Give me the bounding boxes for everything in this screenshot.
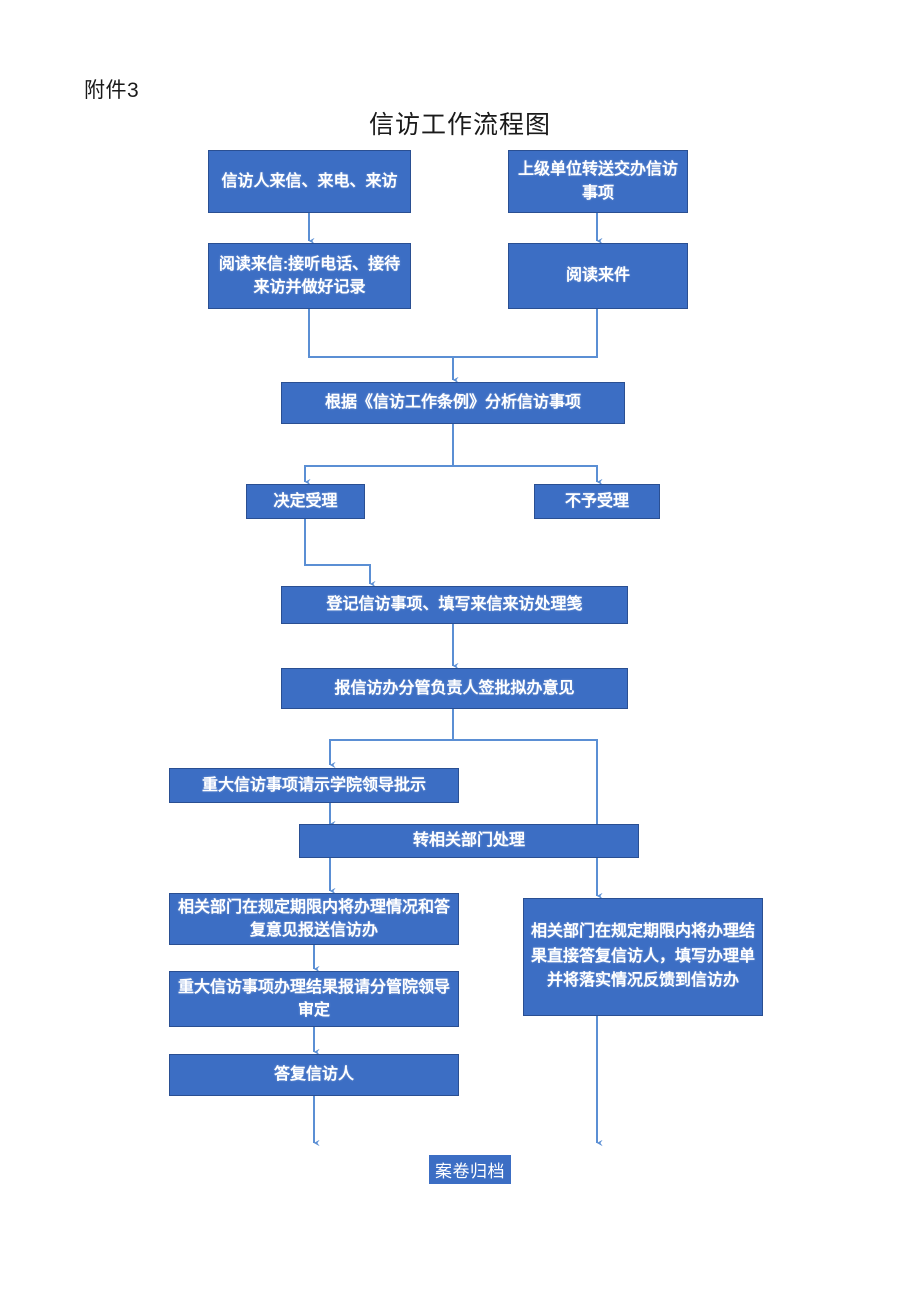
node-superior-transfer[interactable]: 上级单位转送交办信访事项 (508, 150, 688, 213)
attachment-label: 附件3 (84, 79, 140, 102)
node-decide-accept[interactable]: 决定受理 (246, 484, 365, 519)
node-label: 相关部门在规定期限内将办理情况和答复意见报送信访办 (177, 898, 450, 939)
edge-n5-n6 (304, 424, 454, 486)
node-reply-to-petitioner[interactable]: 答复信访人 (169, 1054, 459, 1096)
node-label: 相关部门在规定期限内将办理结果直接答复信访人，填写办理单并将落实情况反馈到信访办 (530, 922, 755, 990)
node-label: 阅读来件 (565, 267, 630, 285)
node-label: 上级单位转送交办信访事项 (517, 161, 678, 202)
node-label: 根据《信访工作条例》分析信访事项 (324, 394, 581, 412)
node-decline-accept[interactable]: 不予受理 (534, 484, 660, 519)
edge-n9-n13 (453, 739, 603, 900)
node-label: 不予受理 (564, 492, 629, 510)
node-label: 阅读来信:接听电话、接待来访并做好记录 (218, 255, 401, 296)
edge-n4-n5 (453, 309, 598, 358)
node-forward-to-department[interactable]: 转相关部门处理 (299, 824, 639, 858)
page-title: 信访工作流程图 (368, 111, 551, 139)
node-label: 决定受理 (273, 492, 338, 510)
edge-n6-n8 (304, 519, 376, 588)
node-label: 登记信访事项、填写来信来访处理笺 (326, 596, 583, 614)
node-complaint-intake[interactable]: 信访人来信、来电、来访 (208, 150, 411, 213)
edge-n5-n7 (453, 465, 603, 486)
node-register-and-fill-form[interactable]: 登记信访事项、填写来信来访处理笺 (281, 586, 628, 624)
edge-n3-n5 (308, 309, 459, 384)
node-label: 报信访办分管负责人签批拟办意见 (334, 679, 575, 697)
node-label: 转相关部门处理 (412, 832, 525, 850)
node-submit-for-approval[interactable]: 报信访办分管负责人签批拟办意见 (281, 668, 628, 709)
node-read-and-record[interactable]: 阅读来信:接听电话、接待来访并做好记录 (208, 243, 411, 309)
node-read-incoming-document[interactable]: 阅读来件 (508, 243, 688, 309)
node-label: 重大信访事项办理结果报请分管院领导审定 (177, 978, 450, 1019)
node-department-reply-directly[interactable]: 相关部门在规定期限内将办理结果直接答复信访人，填写办理单并将落实情况反馈到信访办 (523, 898, 763, 1016)
node-label: 答复信访人 (273, 1066, 354, 1084)
edge-n9-n10 (329, 709, 454, 769)
node-major-case-report-leadership[interactable]: 重大信访事项请示学院领导批示 (169, 768, 459, 803)
node-label: 重大信访事项请示学院领导批示 (201, 776, 426, 794)
node-major-case-result-review[interactable]: 重大信访事项办理结果报请分管院领导审定 (169, 971, 459, 1027)
node-department-report-to-office[interactable]: 相关部门在规定期限内将办理情况和答复意见报送信访办 (169, 893, 459, 945)
node-analyze-per-regulation[interactable]: 根据《信访工作条例》分析信访事项 (281, 382, 625, 424)
node-archive-case-file[interactable]: 案卷归档 (429, 1155, 511, 1184)
node-label: 信访人来信、来电、来访 (221, 172, 398, 190)
node-label: 案卷归档 (435, 1162, 505, 1181)
